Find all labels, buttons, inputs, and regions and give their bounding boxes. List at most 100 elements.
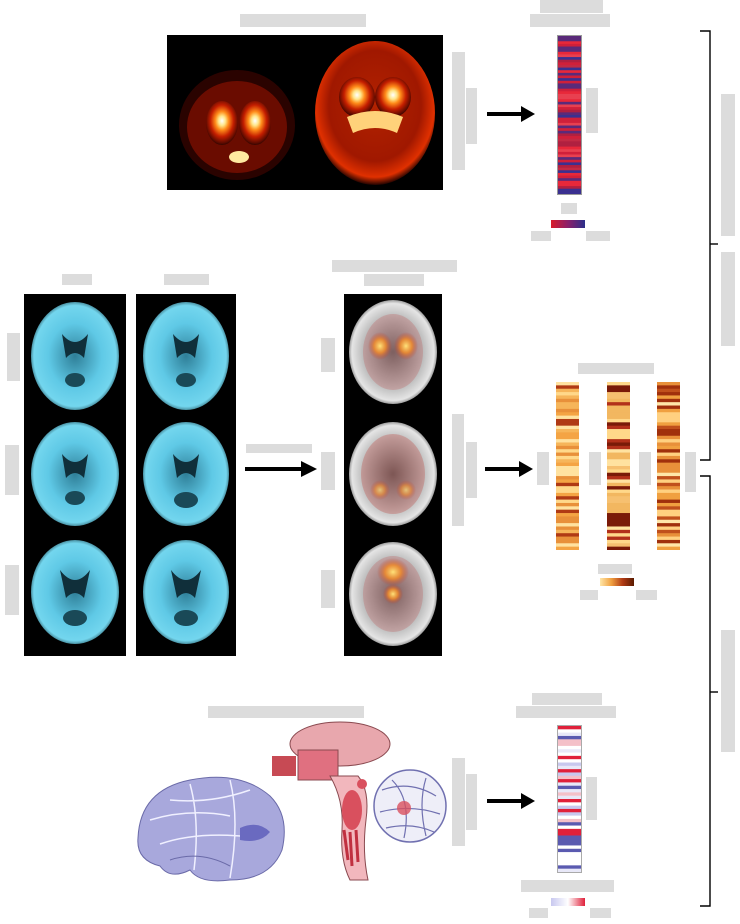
strip-band [607, 388, 630, 393]
strip-band [558, 188, 581, 192]
strip-band [607, 469, 630, 474]
strip-band [657, 516, 680, 521]
strip-band [558, 146, 581, 150]
middle-arrow-label [246, 444, 312, 453]
strip-band [607, 499, 630, 504]
strip-band [657, 523, 680, 527]
strip-band [558, 838, 581, 843]
strip-band [558, 828, 581, 833]
strip-band [556, 439, 579, 443]
middle-strip-4-label [685, 452, 696, 492]
strip-band [558, 742, 581, 747]
spect-row3-label [5, 565, 19, 615]
bottom-colorbar [551, 898, 585, 906]
strip-band [607, 462, 630, 467]
strip-band [558, 735, 581, 740]
strip-band [657, 402, 680, 407]
strip-band [556, 496, 579, 501]
strip-band [657, 543, 680, 548]
strip-band [607, 489, 630, 494]
middle-strip-1 [556, 382, 579, 550]
strip-band [556, 543, 579, 548]
strip-band [657, 415, 680, 420]
strip-band [607, 543, 630, 548]
spect-scans-right [143, 302, 229, 644]
strip-band [558, 91, 581, 95]
strip-band [558, 64, 581, 69]
strip-band [657, 529, 680, 534]
strip-band [558, 120, 581, 124]
strip-band [558, 154, 581, 158]
strip-band [657, 496, 680, 501]
top-colorbar-max [586, 231, 610, 241]
strip-band [657, 439, 680, 443]
strip-band [657, 429, 680, 433]
strip-band [607, 529, 630, 534]
top-colorbar-min [531, 231, 551, 241]
strip-band [607, 472, 630, 477]
strip-band [558, 96, 581, 100]
pet-image-panel [167, 35, 443, 190]
spect-row2-label [5, 445, 19, 495]
strip-band [556, 466, 579, 470]
strip-band [556, 435, 579, 440]
strip-band [558, 49, 581, 53]
middle-strip-3 [657, 382, 680, 550]
strip-band [556, 546, 579, 550]
strip-band [607, 476, 630, 480]
strip-band [556, 476, 579, 480]
arrow-right-icon [485, 461, 533, 477]
strip-band [657, 466, 680, 470]
strip-band [558, 165, 581, 169]
strip-band [558, 141, 581, 145]
strip-band [558, 36, 581, 40]
strip-band [558, 825, 581, 830]
strip-band [558, 46, 581, 50]
strip-band [558, 93, 581, 98]
strip-band [657, 425, 680, 430]
top-colorbar-title [561, 203, 577, 214]
strip-band [556, 455, 579, 460]
strip-band [558, 180, 581, 184]
strip-band [558, 815, 581, 820]
strip-band [657, 382, 680, 386]
strip-band [558, 759, 581, 763]
middle-side-label-1 [452, 414, 464, 526]
strip-band [558, 862, 581, 866]
strip-band [558, 41, 581, 45]
strip-band [607, 412, 630, 417]
strip-band [607, 395, 630, 400]
strip-band [558, 808, 581, 813]
strip-band [607, 402, 630, 407]
strip-band [657, 449, 680, 454]
bottom-colorbar-title [521, 880, 614, 892]
strip-band [556, 432, 579, 437]
strip-band [657, 479, 680, 484]
strip-band [657, 526, 680, 531]
strip-band [607, 418, 630, 423]
middle-colorbar-max [636, 590, 657, 600]
strip-band [558, 762, 581, 767]
strip-band [558, 186, 581, 190]
strip-band [558, 172, 581, 177]
strip-band [657, 513, 680, 517]
strip-band [556, 502, 579, 507]
spect-scan-l3 [31, 540, 119, 644]
bottom-strip-svg [558, 726, 581, 872]
strip-band [657, 405, 680, 410]
strip-band [607, 539, 630, 544]
strip-band [558, 175, 581, 179]
top-strip-label [586, 88, 598, 133]
strip-band [556, 442, 579, 447]
strip-band [558, 749, 581, 754]
strip-band [556, 509, 579, 514]
overlay-title-2 [364, 274, 424, 286]
strip-band [556, 479, 579, 484]
strip-band [558, 62, 581, 66]
strip-band [657, 502, 680, 507]
strip-band [558, 745, 581, 750]
strip-band [607, 479, 630, 484]
strip-band [657, 482, 680, 487]
bottom-side-label-2 [466, 774, 477, 830]
strip-band [607, 435, 630, 440]
